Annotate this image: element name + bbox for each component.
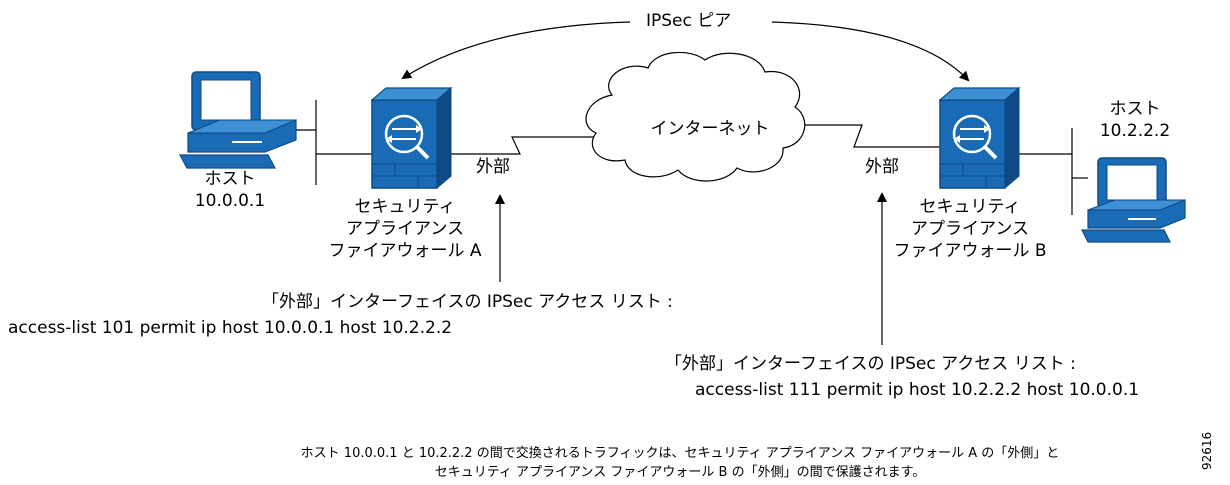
- firewall-a-label-line: セキュリティ: [354, 197, 456, 217]
- acl-b-rule: access-list 111 permit ip host 10.2.2.2 …: [695, 380, 1140, 400]
- firewall-b-outside-label: 外部: [865, 157, 899, 177]
- figure-id: 92616: [1200, 431, 1214, 470]
- firewall-a-outside-label: 外部: [476, 157, 510, 177]
- host-b-ip: 10.2.2.2: [1099, 121, 1171, 141]
- internet-label: インターネット: [650, 119, 770, 139]
- computer-icon: [178, 71, 297, 169]
- firewall-icon: [938, 86, 1021, 190]
- peer-arc-right: [771, 21, 970, 82]
- acl-b-title: 「外部」インターフェイスの IPSec アクセス リスト :: [665, 354, 1076, 374]
- computer-icon: [1081, 157, 1186, 243]
- internet-cloud: [585, 51, 806, 182]
- firewall-icon: [370, 86, 453, 190]
- acl-a-rule: access-list 101 permit ip host 10.0.0.1 …: [8, 318, 453, 338]
- firewall-b-label-line: セキュリティ: [919, 197, 1021, 217]
- acl-a-title: 「外部」インターフェイスの IPSec アクセス リスト :: [262, 292, 673, 312]
- host-a-name: ホスト: [204, 169, 256, 189]
- host-a-ip: 10.0.0.1: [194, 191, 266, 211]
- firewall-a-label-line: アプライアンス: [346, 219, 464, 239]
- caption-line: セキュリティ アプライアンス ファイアウォール B の「外側」の間で保護されます…: [434, 465, 926, 480]
- wan-link-b: [790, 124, 941, 148]
- peer-label: IPSec ピア: [642, 10, 736, 32]
- firewall-a-label-line: ファイアウォール A: [328, 241, 482, 261]
- host-b-name: ホスト: [1109, 99, 1161, 119]
- wan-link-a: [437, 136, 595, 155]
- caption-line: ホスト 10.0.0.1 と 10.2.2.2 の間で交換されるトラフィックは、…: [300, 446, 1060, 461]
- firewall-b-label-line: ファイアウォール B: [893, 241, 1047, 261]
- firewall-b-label-line: アプライアンス: [911, 219, 1029, 239]
- peer-arc-left: [401, 21, 631, 80]
